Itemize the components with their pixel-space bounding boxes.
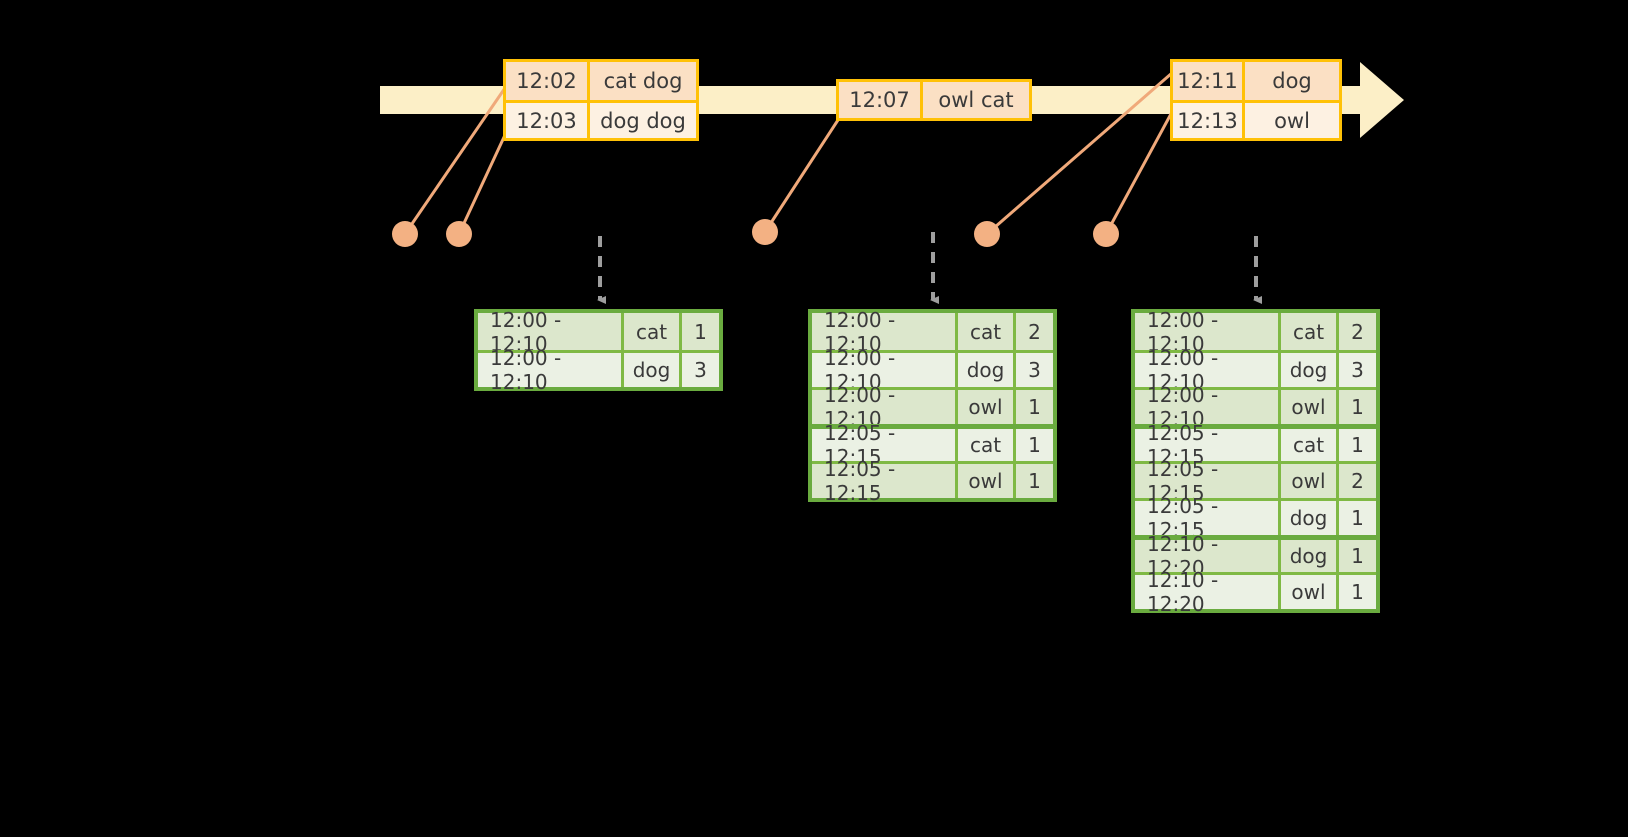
event-words: dog dog [600,108,686,133]
event-row[interactable]: 12:11 dog [1173,62,1339,100]
count-cell: 1 [1351,433,1364,457]
event-timestamp: 12:07 [839,82,923,118]
event-words: owl [1274,108,1310,133]
event-row[interactable]: 12:03 dog dog [506,100,696,138]
event-row[interactable]: 12:07 owl cat [839,82,1029,118]
event-group-3[interactable]: 12:11 dog 12:13 owl [1170,59,1342,141]
count-cell: 2 [1351,469,1364,493]
window-cell: 12:00 - 12:10 [1135,346,1281,394]
event-dot-2 [446,221,472,247]
count-cell: 1 [1351,395,1364,419]
event-timestamp: 12:02 [506,62,590,100]
connector-line-5 [1104,111,1174,235]
key-cell: dog [624,353,682,387]
key-cell: owl [958,390,1016,424]
event-timestamp: 12:11 [1173,62,1245,100]
event-group-2[interactable]: 12:07 owl cat [836,79,1032,121]
event-words: dog [1272,69,1312,93]
event-dot-1 [392,221,418,247]
key-cell: owl [1281,390,1339,424]
event-dot-5 [1093,221,1119,247]
key-cell: dog [1281,540,1339,572]
event-timestamp: 12:13 [1173,103,1245,138]
count-cell: 1 [1028,433,1041,457]
key-cell: cat [958,313,1016,350]
connector-line-3 [763,119,840,233]
event-words: owl cat [938,88,1014,112]
window-cell: 12:00 - 12:10 [812,308,958,356]
count-cell: 1 [694,319,707,344]
window-cell: 12:00 - 12:10 [1135,308,1281,356]
window-cell: 12:00 - 12:10 [1135,383,1281,431]
event-dot-3 [752,219,778,245]
connector-line-1 [403,87,507,235]
window-cell: 12:00 - 12:10 [478,346,624,394]
event-row[interactable]: 12:02 cat dog [506,62,696,100]
event-dot-4 [974,221,1000,247]
event-timestamp: 12:03 [506,103,590,138]
window-cell: 12:00 - 12:10 [812,383,958,431]
connector-line-2 [457,134,507,235]
count-cell: 3 [1351,358,1364,382]
key-cell: dog [1281,353,1339,387]
count-cell: 1 [1028,469,1041,493]
window-cell: 12:05 - 12:15 [812,457,958,505]
window-cell: 12:05 - 12:15 [1135,457,1281,505]
count-cell: 3 [694,358,707,382]
key-cell: owl [1281,575,1339,609]
key-cell: cat [1281,313,1339,350]
count-cell: 1 [1351,506,1364,530]
window-cell: 12:00 - 12:10 [812,346,958,394]
emit-arrows [597,232,1262,304]
count-cell: 2 [1028,319,1041,344]
key-cell: owl [958,464,1016,498]
key-cell: dog [958,353,1016,387]
count-cell: 1 [1351,580,1364,604]
key-cell: cat [958,429,1016,461]
key-cell: cat [1281,429,1339,461]
key-cell: cat [624,313,682,350]
event-group-1[interactable]: 12:02 cat dog 12:03 dog dog [503,59,699,141]
key-cell: owl [1281,464,1339,498]
event-words: cat dog [603,69,683,93]
count-cell: 2 [1351,319,1364,344]
window-cell: 12:10 - 12:20 [1135,568,1281,616]
key-cell: dog [1281,501,1339,535]
window-cell: 12:00 - 12:10 [478,308,624,356]
event-dots [392,219,1119,247]
window-cell: 12:05 - 12:15 [1135,494,1281,542]
count-cell: 3 [1028,358,1041,382]
event-row[interactable]: 12:13 owl [1173,100,1339,138]
count-cell: 1 [1028,395,1041,419]
count-cell: 1 [1351,544,1364,568]
